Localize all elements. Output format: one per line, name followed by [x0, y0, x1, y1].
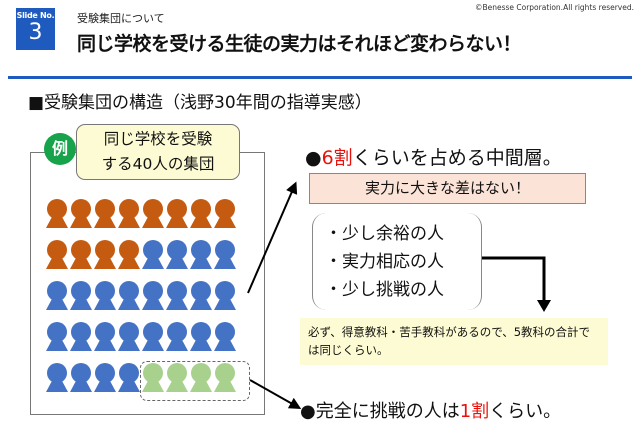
person-icon-upper: [70, 199, 92, 228]
example-label-line2: する40人の集団: [101, 155, 215, 173]
person-icon-middle: [142, 322, 164, 351]
person-icon-challenge: [166, 363, 188, 392]
middle-heading: ●6割くらいを占める中間層。: [305, 143, 562, 170]
person-icon-middle: [166, 240, 188, 269]
person-icon-middle: [46, 363, 68, 392]
person-icon-middle: [190, 281, 212, 310]
person-icon-middle: [118, 363, 140, 392]
list-item: ・少し余裕の人: [325, 224, 444, 244]
challenge-text: 完全に挑戦の人は: [315, 401, 460, 422]
challenge-highlight: [140, 361, 250, 401]
challenge-heading: ●完全に挑戦の人は1割くらい。: [300, 397, 561, 423]
arrow-to-note-head: [537, 300, 551, 312]
slide-number-badge: Slide No. 3: [16, 8, 55, 50]
slide-title: 同じ学校を受ける生徒の実力はそれほど変わらない！: [77, 33, 522, 55]
person-icon-middle: [70, 363, 92, 392]
bullet: ●: [305, 147, 322, 169]
person-icon-upper: [94, 240, 116, 269]
person-icon-middle: [214, 240, 236, 269]
person-icon-middle: [94, 281, 116, 310]
person-icon-upper: [118, 240, 140, 269]
person-icon-middle: [94, 363, 116, 392]
person-icon-middle: [166, 322, 188, 351]
list-item: ・少し挑戦の人: [325, 280, 444, 300]
person-icon-middle: [46, 322, 68, 351]
person-icon-upper: [94, 199, 116, 228]
slide-number: 3: [28, 20, 43, 45]
person-icon-challenge: [190, 363, 212, 392]
callout-box: 実力に大きな差はない！: [309, 173, 586, 204]
person-icon-middle: [190, 240, 212, 269]
person-icon-middle: [46, 281, 68, 310]
person-icon-middle: [94, 322, 116, 351]
example-label-line1: 同じ学校を受験: [103, 130, 213, 148]
person-icon-challenge: [142, 363, 164, 392]
arrow-to-note: [482, 256, 546, 303]
person-icon-upper: [214, 199, 236, 228]
person-icon-middle: [166, 281, 188, 310]
example-badge: 例: [44, 133, 76, 165]
challenge-text-end: くらい。: [489, 401, 562, 422]
person-icon-middle: [118, 281, 140, 310]
slide-number-label: Slide No.: [16, 11, 55, 20]
people-grid: [46, 199, 236, 392]
middle-pct: 6割: [321, 147, 353, 169]
person-icon-middle: [70, 322, 92, 351]
list-item: ・実力相応の人: [325, 252, 444, 272]
person-icon-upper: [70, 240, 92, 269]
person-icon-upper: [46, 240, 68, 269]
example-label: 同じ学校を受験 する40人の集団: [76, 124, 240, 180]
middle-types-list: ・少し余裕の人 ・実力相応の人 ・少し挑戦の人: [312, 213, 482, 310]
person-icon-middle: [214, 322, 236, 351]
person-icon-challenge: [214, 363, 236, 392]
header-divider: [8, 76, 632, 79]
person-icon-upper: [142, 199, 164, 228]
bullet: ●: [300, 401, 316, 422]
person-icon-middle: [190, 322, 212, 351]
person-icon-middle: [118, 322, 140, 351]
person-icon-upper: [166, 199, 188, 228]
person-icon-middle: [214, 281, 236, 310]
person-icon-upper: [118, 199, 140, 228]
copyright: ©Benesse Corporation.All rights reserved…: [474, 3, 634, 12]
middle-text: くらいを占める中間層。: [352, 147, 562, 169]
section-heading: ■受験集団の構造（浅野30年間の指導実感）: [28, 93, 372, 113]
person-icon-middle: [70, 281, 92, 310]
person-icon-upper: [46, 199, 68, 228]
slide-subtitle: 受験集団について: [77, 12, 165, 25]
person-icon-middle: [142, 281, 164, 310]
person-icon-middle: [142, 240, 164, 269]
challenge-pct: 1割: [459, 401, 490, 422]
person-icon-upper: [190, 199, 212, 228]
note-box: 必ず、得意教科・苦手教科があるので、5教科の合計では同じくらい。: [300, 318, 608, 365]
